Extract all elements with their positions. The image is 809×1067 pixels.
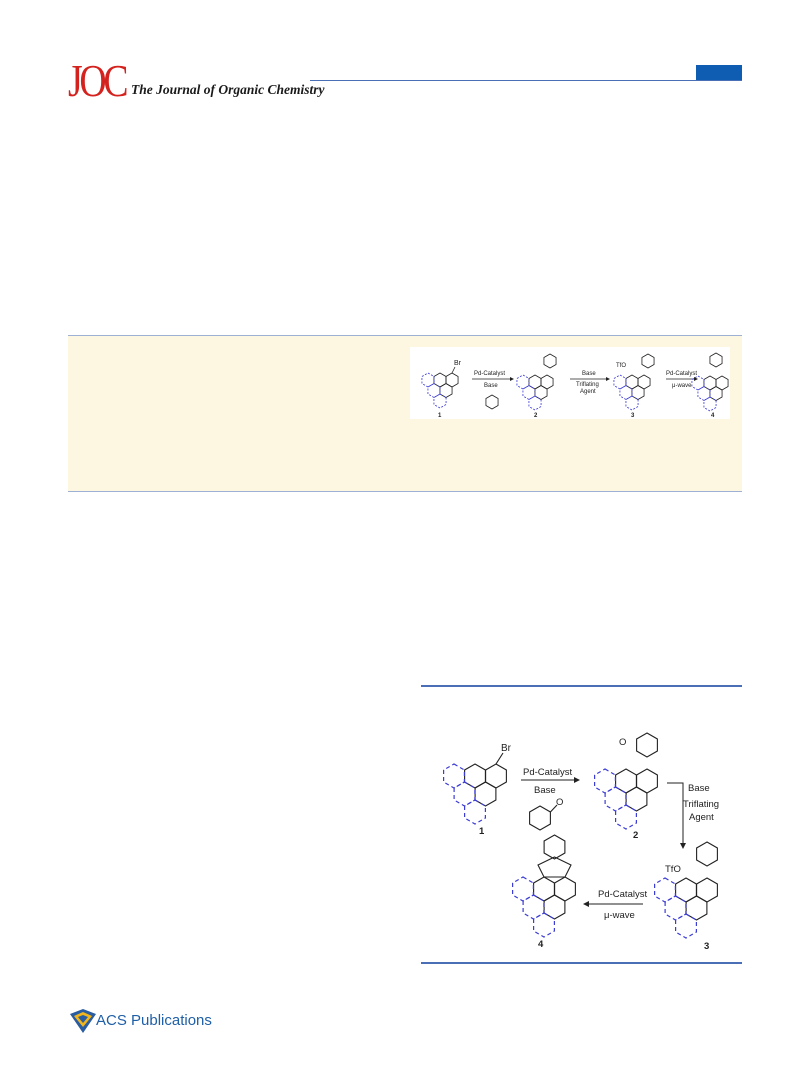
compound-label-1: 1 [479,826,485,837]
journal-name: The Journal of Organic Chemistry [131,82,325,97]
compound-label-3: 3 [704,941,709,952]
compound-3: TfO [654,841,718,939]
acs-logo-icon [70,1009,96,1033]
toc-compound-3: TfO [613,353,655,411]
step3-condition: μ-wave [604,910,635,921]
toc-br-label: Br [454,360,462,367]
toc-label-3: 3 [631,413,635,419]
step3-reagent: Pd-Catalyst [598,889,647,900]
toc-compound-2 [516,353,557,411]
scheme-rule-bottom [421,962,742,964]
scheme-rule-top [421,685,742,687]
carbonyl-o-label-2: O [619,737,626,748]
step2-reagent: Base [688,783,710,794]
toc-tfo-label: TfO [616,363,626,369]
tfo-label: TfO [665,864,681,875]
compound-1: Br [443,743,512,825]
toc-label-1: 1 [438,413,442,419]
header-rule [310,80,742,81]
step1-reagent2: Base [534,785,556,796]
compound-2: O [594,732,658,830]
journal-logo: JOC [68,55,129,106]
corner-block [696,65,742,80]
cyclohexanone: O [529,797,563,831]
reaction-scheme: Br Pd-Catalyst Base O O Base Triflating … [443,732,719,952]
publisher-name: ACS Publications [96,1012,212,1029]
toc-step3-reagent: Pd-Catalyst [666,371,697,377]
compound-4 [512,834,576,938]
step1-reagent: Pd-Catalyst [523,767,572,778]
toc-label-2: 2 [534,413,538,419]
toc-step2-reagent: Base [582,371,596,377]
toc-step2-reagent2: Triflating [576,382,599,388]
toc-label-4: 4 [711,413,715,419]
toc-compound-4 [691,352,729,412]
toc-step2-reagent3: Agent [580,389,596,395]
toc-step1-reagent: Pd-Catalyst [474,371,505,377]
step2-reagent2: Triflating [683,799,719,810]
toc-graphic: Br Pd-Catalyst Base Base Triflating Agen… [410,347,730,419]
abstract-panel: Br Pd-Catalyst Base Base Triflating Agen… [68,335,742,492]
compound-label-4: 4 [538,939,544,950]
step2-reagent3: Agent [689,812,714,823]
carbonyl-o-label: O [556,797,563,808]
compound-label-2: 2 [633,830,638,841]
toc-step3-condition: μ-wave [672,383,692,389]
toc-step1-reagent2: Base [484,383,498,389]
br-label: Br [501,743,512,754]
toc-compound-1: Br [421,360,462,409]
